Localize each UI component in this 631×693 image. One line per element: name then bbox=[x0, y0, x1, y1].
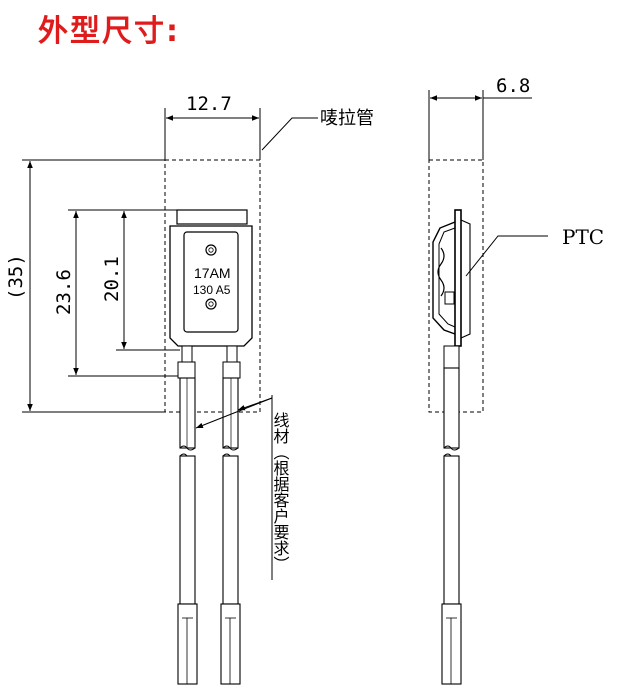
side-wire-lower bbox=[443, 455, 460, 605]
wire-right-break-top bbox=[222, 445, 239, 451]
side-tab bbox=[444, 291, 455, 305]
wire-right-upper bbox=[222, 377, 239, 449]
wire-left-end bbox=[177, 603, 198, 685]
page-title: 外型尺寸: bbox=[38, 14, 180, 49]
ptc-label: PTC bbox=[562, 225, 604, 249]
side-housing-inner bbox=[438, 227, 456, 328]
wire-left-break-top bbox=[179, 445, 196, 451]
side-bracket-top bbox=[460, 219, 471, 339]
side-ptc-plate bbox=[454, 209, 462, 347]
side-wire-upper bbox=[443, 367, 460, 449]
component-hole-top bbox=[205, 244, 217, 256]
side-wire-break-top bbox=[443, 445, 460, 451]
component-hole-bottom bbox=[205, 298, 217, 310]
wire-right-lower bbox=[222, 455, 239, 605]
marking-line1: 17AM bbox=[194, 265, 231, 281]
side-wire-end bbox=[441, 603, 462, 685]
width-dim-label: 12.7 bbox=[186, 93, 232, 115]
side-terminal bbox=[443, 345, 460, 369]
sleeve-leader bbox=[261, 117, 318, 151]
inner-dim-label: 20.1 bbox=[101, 256, 123, 302]
overall-dim-label: (35) bbox=[5, 254, 27, 300]
wire-right-end bbox=[220, 603, 241, 685]
wire-left-lower bbox=[179, 455, 196, 605]
marking-line2: 130 A5 bbox=[193, 283, 231, 297]
ptc-leader bbox=[465, 235, 548, 277]
wire-leader-arrow-right bbox=[237, 397, 273, 411]
side-housing bbox=[432, 221, 456, 335]
sleeve-label: 唛拉管 bbox=[320, 108, 374, 129]
crimp-right bbox=[222, 361, 241, 379]
wire-label: 线材（根据客户要求） bbox=[271, 412, 290, 572]
wire-left-upper bbox=[179, 377, 196, 449]
crimp-left bbox=[177, 361, 196, 379]
component-top-tab bbox=[176, 209, 248, 225]
component-inner-frame bbox=[183, 231, 239, 333]
thickness-dim-label: 6.8 bbox=[496, 75, 530, 97]
body-dim-label: 23.6 bbox=[53, 269, 75, 315]
component-hole-bottom-inner bbox=[208, 301, 214, 307]
sleeve-outline-front bbox=[164, 159, 261, 413]
side-spring-contact bbox=[437, 247, 445, 297]
component-hole-top-inner bbox=[208, 247, 214, 253]
